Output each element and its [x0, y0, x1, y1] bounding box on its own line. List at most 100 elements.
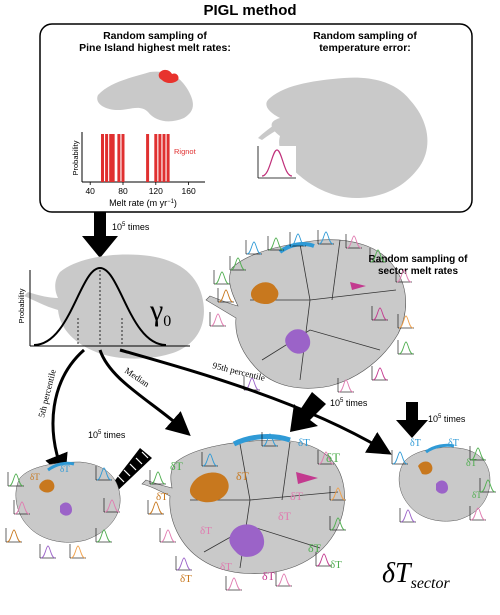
delta-t-label-17: δT [30, 472, 40, 482]
histogram-bar-4 [117, 134, 121, 182]
delta-t-label-7: δT [220, 561, 232, 573]
distribution-glyph-b17 [95, 528, 112, 543]
distribution-glyph-u1 [267, 236, 284, 251]
delta-t-label-4: δT [278, 509, 292, 523]
sector-brown [250, 282, 279, 304]
distribution-glyph-u7 [217, 288, 234, 303]
histogram-bar-5 [121, 134, 125, 182]
histogram-bar-7 [154, 134, 158, 182]
sector-purple [285, 329, 311, 354]
delta-t-label-1: δT [156, 491, 168, 503]
right-panel-heading: Random sampling of temperature error: [290, 30, 440, 54]
sector-distribution-glyphs [209, 230, 414, 393]
histogram-tick-label-0: 40 [85, 186, 95, 196]
distribution-glyph-b14 [5, 528, 22, 543]
histogram-bar-6 [146, 134, 150, 182]
distribution-glyph-u9 [371, 306, 388, 321]
distribution-glyph-b3 [175, 556, 192, 571]
distribution-glyph-u8 [209, 312, 226, 327]
distribution-glyph-b19 [69, 544, 86, 559]
arrow-median [98, 349, 191, 436]
delta-t-label-13: δT [410, 438, 421, 449]
gamma-ylabel: Probability [17, 288, 26, 323]
delta-t-label-18: δT [60, 464, 70, 474]
delta-t-label-3: δT [236, 469, 250, 483]
peninsula-right [258, 118, 288, 140]
times-label-right: 105 times [428, 414, 466, 424]
delta-t-label-15: δT [466, 458, 477, 469]
distribution-glyph-b10 [275, 572, 292, 587]
delta-t-label-5: δT [290, 489, 304, 503]
delta-t-label-2: δT [200, 525, 212, 537]
times-label-left: 105 times [88, 430, 126, 440]
left-panel-heading: Random sampling of Pine Island highest m… [60, 30, 250, 54]
histogram-bar-1 [105, 134, 109, 182]
distribution-glyph-u10 [397, 314, 414, 329]
right-heading-line1: Random sampling of [313, 30, 417, 42]
distribution-glyph-u12 [371, 366, 388, 381]
histogram-bar-10 [166, 134, 170, 182]
distribution-glyph-u6 [213, 270, 230, 285]
distribution-glyph-b5 [261, 432, 278, 447]
histogram-bar-2 [109, 134, 113, 182]
distribution-glyph-u15 [395, 268, 412, 283]
delta-t-label-9: δT [326, 450, 340, 465]
distribution-glyph-b16 [103, 498, 120, 513]
distribution-glyph-b13 [13, 500, 30, 515]
sector-magenta [350, 282, 366, 290]
bottom-distribution-glyphs [5, 432, 496, 591]
histogram-tick-label-3: 160 [182, 186, 196, 196]
histogram-legend: Rignot [174, 147, 197, 156]
delta-t-label-8: δT [298, 437, 310, 449]
distribution-glyph-b0 [149, 470, 166, 485]
left-heading-line2: Pine Island highest melt rates: [79, 42, 231, 55]
distribution-glyph-u16 [229, 256, 246, 271]
distribution-glyph-u2 [289, 232, 306, 247]
antarctica-gamma [24, 254, 204, 359]
temp-error-curve [261, 149, 293, 177]
histogram-ylabel: Probability [71, 140, 80, 175]
delta-t-label-11: δT [262, 569, 276, 583]
distribution-glyph-b9 [315, 552, 332, 567]
histogram-xlabel: Melt rate (m yr−1) [109, 198, 177, 208]
delta-t-label-12: δT [180, 573, 192, 585]
arrow-95th-percentile [119, 348, 392, 455]
distribution-glyph-b21 [469, 446, 486, 461]
histogram-tick-label-2: 120 [149, 186, 163, 196]
pine-island-region [158, 69, 179, 83]
distribution-glyph-u5 [369, 248, 386, 263]
distribution-glyph-u0 [245, 240, 262, 255]
distribution-glyph-u13 [337, 378, 354, 393]
histogram-tick-label-1: 80 [118, 186, 128, 196]
pine-island-map [97, 71, 193, 122]
distribution-glyph-b8 [329, 516, 346, 531]
gamma-distribution [33, 266, 167, 346]
distribution-glyph-b1 [147, 500, 164, 515]
gamma-symbol: γ0 [149, 294, 171, 330]
block-arrow-middle [290, 392, 326, 432]
antarctica-map-right [266, 77, 428, 198]
distribution-glyph-u4 [345, 234, 362, 249]
distribution-glyph-b24 [399, 508, 416, 523]
page-title: PIGL method [203, 2, 297, 19]
distribution-glyph-b15 [95, 466, 112, 481]
distribution-glyph-b18 [39, 544, 56, 559]
delta-t-label-0: δT [170, 459, 184, 473]
distribution-glyph-b2 [159, 528, 176, 543]
histogram-bar-3 [111, 134, 115, 182]
delta-t-sector: δTsector [382, 558, 450, 592]
delta-t-label-16: δT [472, 490, 482, 500]
delta-t-label-14: δT [448, 438, 459, 449]
delta-t-label-6: δT [308, 541, 322, 555]
distribution-glyph-b12 [7, 472, 24, 487]
times-label-top: 105 times [112, 222, 150, 232]
distribution-glyph-b7 [329, 486, 346, 501]
melt-rate-histogram: 40 80 120 160 [81, 132, 205, 196]
histogram-bar-8 [158, 134, 162, 182]
histogram-bar-9 [162, 134, 166, 182]
arrow-5th-percentile [45, 348, 85, 479]
block-arrow-right [396, 402, 428, 438]
